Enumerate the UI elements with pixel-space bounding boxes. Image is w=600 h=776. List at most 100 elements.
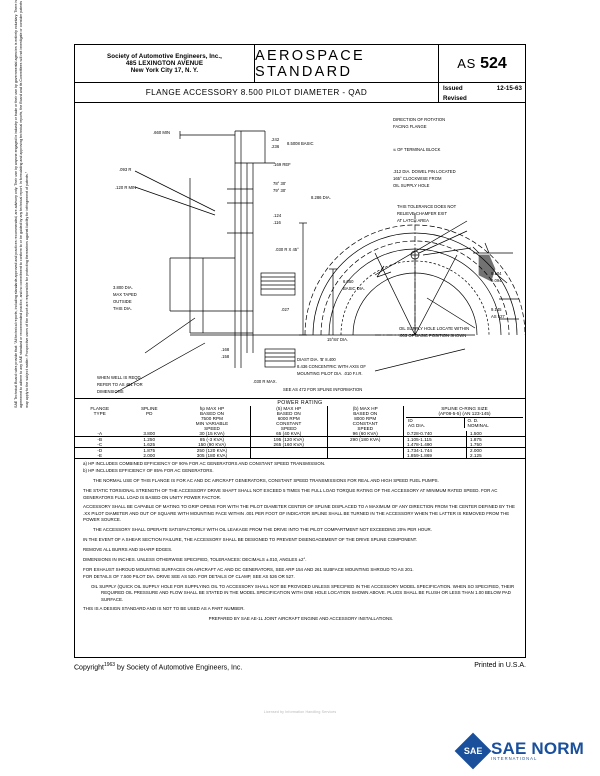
dim-124: .124 [273, 213, 282, 218]
dim-as527: AS 527 [491, 314, 505, 319]
dim-120-r-min: .120 R MIN [115, 185, 136, 190]
dim-158: .158 [221, 354, 230, 359]
footnote-a: a) HP INCLUDES COMBINED EFFICIENCY OF 90… [83, 461, 326, 466]
dim-030r-45: .030 R X 45° [275, 247, 299, 252]
copyright-pre: Copyright [74, 664, 104, 672]
note-well-reqd-1: WHEN WELL IS REQD. [97, 375, 142, 380]
dim-660-min: .660 MIN [153, 130, 170, 135]
col-hp-8000: (b) MAX HP BASED ON 8000 RPM CONSTANT SP… [326, 406, 404, 431]
sae-norm-logo: SAE SAE NORM INTERNATIONAL [454, 732, 584, 770]
standard-sheet: Society of Automotive Engineers, Inc., 4… [74, 44, 526, 658]
note-tolerance-1: THIS TOLERANCE DOES NOT [397, 204, 457, 209]
dim-8500-basic: 8.5008 BASIC [287, 141, 314, 146]
dim-outside: OUTSIDE [113, 299, 132, 304]
note-design-standard: THIS IS A DESIGN STANDARD AND IS NOT TO … [83, 606, 245, 612]
society-block: Society of Automotive Engineers, Inc., 4… [75, 45, 255, 82]
logo-text-block: SAE NORM INTERNATIONAL [491, 740, 584, 761]
note-oil-hole-2: .005 OF BASIC POSITION SHOWN [399, 333, 466, 338]
dim-9145: 9.145 [491, 307, 502, 312]
table-row: -E 2.000 305 (180 KVA) 1.859-1.869 2.125 [75, 453, 525, 459]
note-normal-use: THE NORMAL USE OF THIS FLANGE IS FOR AC … [93, 478, 439, 484]
issued-label: Issued [443, 85, 463, 92]
engineering-drawing: .660 MIN .093 R .120 R MIN .242 .236 .16… [75, 103, 525, 399]
note-direction-rotation-1: DIRECTION OF ROTATION [393, 117, 445, 122]
note-prepared-by: PREPARED BY SAE AE-1L JOINT AIRCRAFT ENG… [208, 616, 394, 622]
sae-diamond-icon: SAE [454, 732, 492, 770]
note-dowel-pin-3: OIL SUPPLY HOLE [393, 183, 430, 188]
dim-242: .242 [271, 137, 280, 142]
copyright-line: Copyright1963 by Society of Automotive E… [74, 662, 242, 671]
licensing-watermark: Licensed by Information Handling Service… [263, 710, 337, 714]
col-spline-pd: SPLINE PD [140, 406, 158, 416]
dim-030-r-max: .030 R MAX. [253, 379, 277, 384]
dim-093-r: .093 R [119, 167, 131, 172]
col-hp-6000: (5) MAX HP BASED ON 6000 RPM CONSTANT SP… [250, 406, 327, 431]
note-terminal-block: ℼ OF TERMINAL BLOCK [393, 147, 441, 152]
sae-mark-text: SAE [463, 745, 483, 756]
standard-number-block: AS 524 [439, 45, 525, 82]
dim-027: .027 [281, 307, 290, 312]
note-tolerance-3: AT LATCH AREA [397, 218, 429, 223]
dim-angle-78-30: 78° 30' [273, 181, 286, 186]
copyright-post: by Society of Automotive Engineers, Inc. [117, 664, 243, 672]
note-exhaust-shroud: FOR EXHAUST SHROUD MOUNTING SURFACES ON … [83, 566, 414, 572]
copyright-year: 1963 [103, 662, 116, 668]
note-diast-1: DIAST DIA. 'B' 8.400 [297, 357, 336, 362]
issued-date: 12-15-63 [496, 85, 522, 92]
table-row: -C 1.625 150 (90 KVA) 265 (160 KVA) 1.47… [75, 442, 525, 448]
note-oil-supply: OIL SUPPLY (QUICK OIL SUPPLY HOLE FOR SU… [91, 583, 515, 602]
dim-8286-dia: 8.286 DIA. [311, 195, 331, 200]
standard-type-title: AEROSPACE STANDARD [255, 45, 439, 82]
note-diast-2: 8.436 CONCENTRIC WITH AXIS OF [297, 364, 366, 369]
note-oil-hole-1: OIL SUPPLY HOLE LOCATE WITHIN [399, 326, 469, 331]
note-pilot-dia-details: FOR DETAILS OF 7.500 PILOT DIA. DRIVE SE… [83, 573, 295, 579]
standard-number-prefix: AS [457, 56, 477, 71]
note-oil-leakage: THE ACCESSORY SHALL OPERATE SATISFACTORI… [93, 527, 432, 532]
dim-3800-dia: 3.800 DIA. [113, 285, 133, 290]
note-dowel-pin-2: 165° CLOCKWISE FROM [393, 176, 442, 181]
table-row: -D 1.875 250 (120 KVA) 1.734-1.744 2.000 [75, 447, 525, 453]
note-diast-3: MOUNTING PILOT DIA. .010 F.I.R. [297, 371, 363, 376]
dim-169-ref: .169 REF [273, 162, 291, 167]
dim-this-dia: THIS DIA. [113, 306, 132, 311]
society-address: 485 LEXINGTON AVENUE [125, 59, 204, 67]
dim-116: .116 [273, 220, 282, 225]
dim-9104: 9.104 [491, 271, 502, 276]
power-rating-title: POWER RATING [277, 400, 323, 406]
note-accessory-capable: ACCESSORY SHALL BE CAPABLE OF MATING TO … [83, 504, 515, 523]
note-tolerance-2: RELIEVE CHAMFER EXIT [397, 211, 447, 216]
revised-label: Revised [443, 94, 467, 102]
col-flange-type: FLANGE TYPE [90, 406, 110, 416]
note-well-reqd-3: DIMENSIONS [97, 389, 124, 394]
logo-subtitle: INTERNATIONAL [491, 756, 538, 762]
table-row: -B 1.250 85 (-3 KVA) 195 (120 KVA) 290 (… [75, 436, 525, 442]
notes-section: a) HP INCLUDES COMBINED EFFICIENCY OF 90… [75, 459, 525, 623]
power-rating-table: FLANGE TYPE SPLINE PD hp MAX HP BASED ON… [75, 406, 525, 459]
society-name: Society of Automotive Engineers, Inc., [107, 52, 222, 60]
note-dowel-pin-1: .312 DIA. DOWEL PIN LOCATED [393, 169, 456, 174]
table-header-row: FLANGE TYPE SPLINE PD hp MAX HP BASED ON… [75, 406, 525, 431]
note-see-as472: SEE AS 472 FOR SPLINE INFORMATION [283, 387, 362, 392]
side-disclaimer: SAE Technical Board rules provide that: … [14, 0, 29, 408]
col-hp-7500: hp MAX HP BASED ON 7500 RPM MIN VARIABLE… [195, 406, 229, 431]
footnote-b: b) HP INCLUDES EFFICIENCY OF 85% FOR AC … [83, 468, 214, 474]
header-row-secondary: FLANGE ACCESSORY 8.500 PILOT DIAMETER - … [75, 83, 525, 103]
document-title: FLANGE ACCESSORY 8.500 PILOT DIAMETER - … [75, 83, 439, 102]
printed-in-usa: Printed in U.S.A. [474, 662, 526, 669]
dim-6050-basic-dia: BASIC DIA. [343, 286, 365, 291]
revision-block: Issued 12-15-63 Revised [439, 83, 525, 102]
dim-1584-dia: 15°84' DIA. [327, 337, 348, 342]
dim-max-taped: MAX TAPED [113, 292, 137, 297]
dim-168: .168 [221, 347, 230, 352]
table-row: -A 3.800 30 (15 KVA) 65 (40 KVA) 96 (60 … [75, 431, 525, 437]
note-well-reqd-2: REFER TO AS 481 FOR [97, 382, 143, 387]
note-remove-burrs: REMOVE ALL BURRS AND SHARP EDGES. [83, 546, 173, 552]
note-dimensions-inches: DIMENSIONS IN INCHES. UNLESS OTHERWISE S… [83, 556, 307, 562]
dim-9094: 9.094 [491, 278, 502, 283]
society-city: New York City 17, N. Y. [130, 67, 199, 75]
dim-236: .236 [271, 144, 280, 149]
drawing-canvas: .660 MIN .093 R .120 R MIN .242 .236 .16… [97, 117, 525, 394]
dim-6050: 6.050 [343, 279, 354, 284]
standard-number-value: 524 [480, 54, 507, 72]
